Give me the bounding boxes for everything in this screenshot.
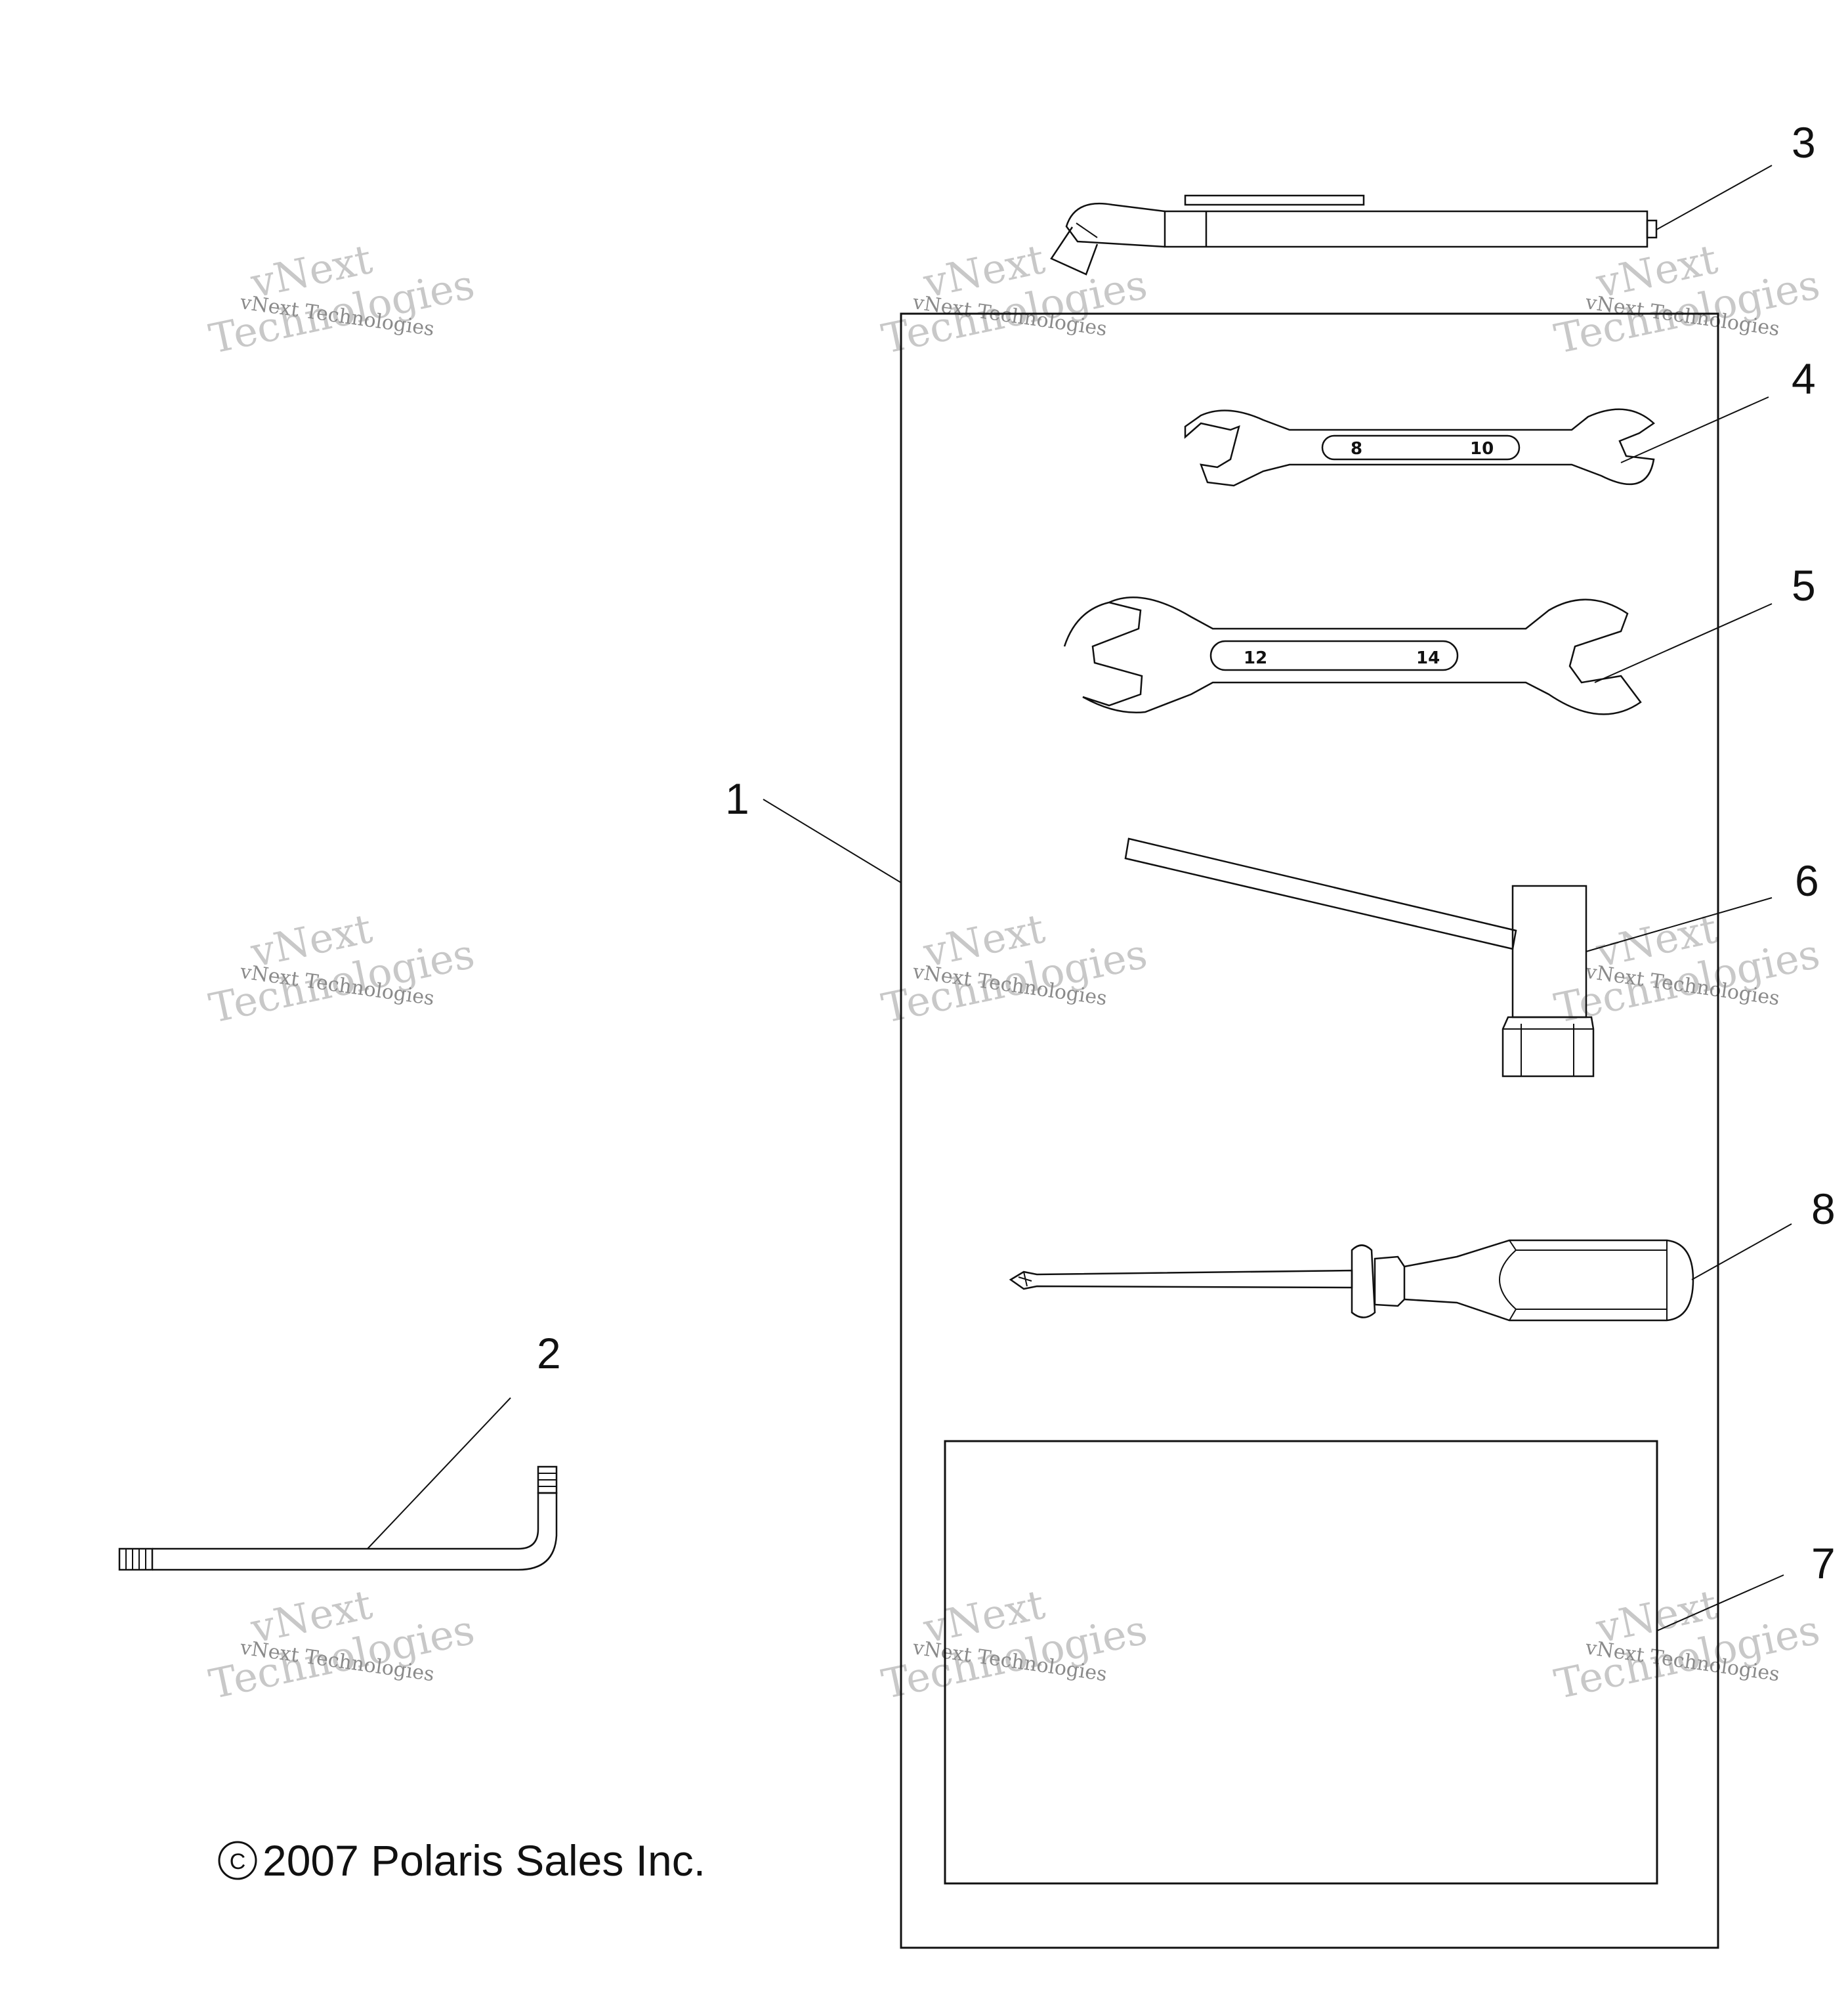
watermark-layer: vNext Technologies vNext Technologies vN… (205, 235, 1824, 1708)
watermark: vNext Technologies (205, 235, 478, 363)
spark-plug-tool[interactable] (1050, 194, 1658, 276)
copyright-circle (218, 1841, 257, 1880)
copyright-notice: C 2007 Polaris Sales Inc. (218, 1836, 705, 1885)
phillips-screwdriver[interactable] (1009, 1239, 1694, 1322)
leader-line-4 (1620, 396, 1769, 463)
tool-pouch-panel[interactable] (900, 312, 1719, 1949)
callout-8: 8 (1811, 1185, 1836, 1233)
leader-line-6 (1586, 897, 1773, 952)
watermark: vNext Technologies (1550, 235, 1824, 363)
leader-line-1 (763, 799, 902, 883)
callout-3: 3 (1792, 118, 1816, 167)
leader-line-7 (1656, 1574, 1784, 1631)
wrench-size-label: 8 (1351, 439, 1362, 459)
wrench-size-label: 10 (1470, 439, 1494, 459)
watermark: vNext Technologies (877, 904, 1151, 1032)
copyright-symbol: C (230, 1849, 246, 1874)
hex-key[interactable] (118, 1465, 558, 1571)
large-wrench-12-14[interactable]: 12 14 (1063, 596, 1642, 715)
leader-line-5 (1594, 603, 1773, 683)
callout-5: 5 (1792, 561, 1816, 610)
callout-4: 4 (1792, 354, 1816, 403)
leader-line-2 (367, 1397, 511, 1549)
callout-6: 6 (1795, 856, 1819, 905)
callout-2: 2 (537, 1329, 561, 1377)
wrench-size-label: 14 (1416, 648, 1440, 668)
wrench-size-label: 12 (1244, 648, 1267, 668)
small-wrench-8-10[interactable]: 8 10 (1184, 408, 1656, 487)
watermark: vNext Technologies (1550, 1580, 1824, 1708)
watermark: vNext Technologies (1550, 904, 1824, 1032)
watermark: vNext Technologies (205, 904, 478, 1032)
copyright-text: 2007 Polaris Sales Inc. (262, 1836, 705, 1885)
watermark: vNext Technologies (877, 235, 1151, 363)
leader-lines (367, 165, 1792, 1631)
watermark: vNext Technologies (877, 1580, 1151, 1708)
spark-plug-socket[interactable] (1124, 837, 1595, 1078)
watermark: vNext Technologies (205, 1580, 478, 1708)
leader-line-8 (1691, 1223, 1792, 1280)
callout-1: 1 (725, 774, 749, 823)
callout-7: 7 (1811, 1539, 1836, 1587)
leader-line-3 (1656, 165, 1773, 230)
owner-manual-pocket[interactable] (944, 1440, 1658, 1885)
